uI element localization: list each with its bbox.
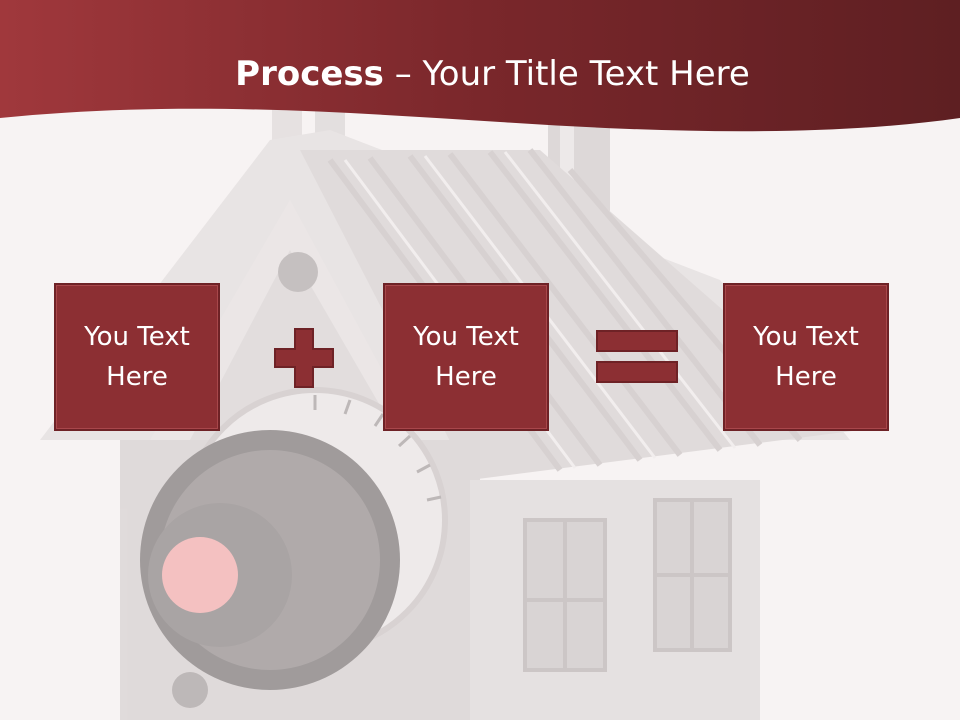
process-box-1-text: You Text Here xyxy=(84,322,190,392)
header-banner xyxy=(0,0,960,132)
title-separator: – xyxy=(383,54,423,94)
process-box-3-text: You Text Here xyxy=(753,322,859,392)
process-box-3[interactable]: You Text Here xyxy=(723,283,889,431)
process-box-2-text: You Text Here xyxy=(413,322,519,392)
process-box-2[interactable]: You Text Here xyxy=(383,283,549,431)
page-title: Process – Your Title Text Here xyxy=(0,52,960,96)
title-bold: Process xyxy=(235,54,384,94)
plus-icon xyxy=(274,328,334,388)
process-box-1[interactable]: You Text Here xyxy=(54,283,220,431)
title-rest: Your Title Text Here xyxy=(422,54,750,94)
equals-icon xyxy=(596,330,678,383)
